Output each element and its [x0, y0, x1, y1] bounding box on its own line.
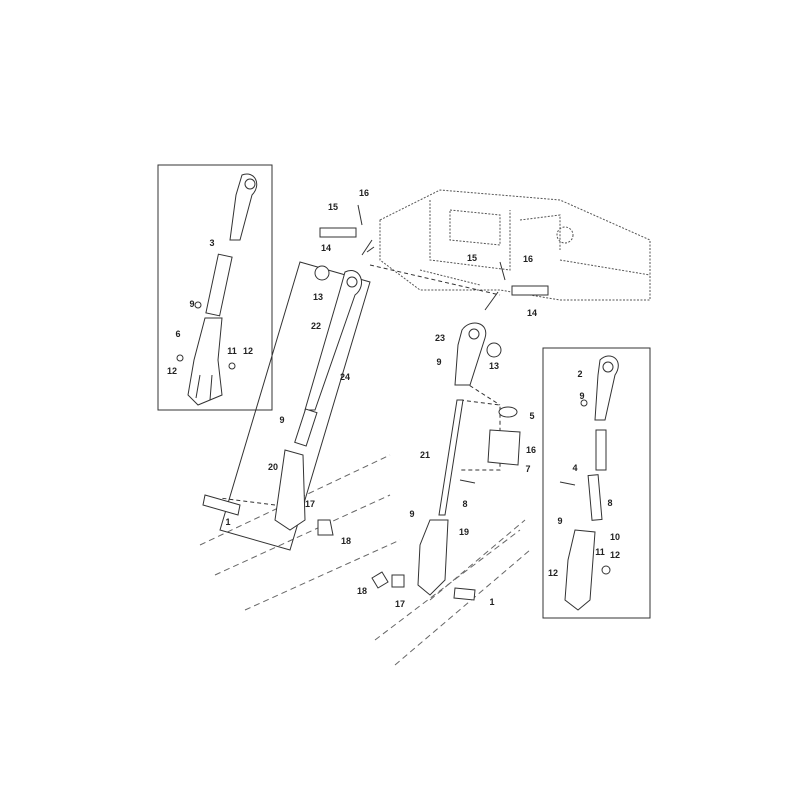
- callout-1: 1: [489, 597, 495, 607]
- callout-11: 11: [595, 547, 605, 557]
- top-link-24: [202, 265, 363, 536]
- callout-17: 17: [304, 499, 316, 509]
- callout-24: 24: [339, 372, 351, 382]
- callout-17: 17: [394, 599, 406, 609]
- top-link-assembly-right: [564, 355, 619, 611]
- callout-14: 14: [320, 243, 332, 253]
- callout-12: 12: [609, 550, 621, 560]
- callout-20: 20: [267, 462, 279, 472]
- callout-12: 12: [166, 366, 178, 376]
- callout-15: 15: [327, 202, 339, 212]
- left-inset-frame: [157, 164, 273, 411]
- tractor-frame: [379, 189, 651, 301]
- callout-10: 10: [609, 532, 621, 542]
- callout-5: 5: [529, 411, 535, 421]
- callout-12: 12: [547, 568, 559, 578]
- callout-22: 22: [310, 321, 322, 331]
- callout-14: 14: [526, 308, 538, 318]
- callout-16: 16: [358, 188, 370, 198]
- callout-16: 16: [522, 254, 534, 264]
- right-inset-frame: [542, 347, 651, 619]
- callout-9: 9: [436, 357, 442, 367]
- callout-9: 9: [557, 516, 563, 526]
- drawbar-lines: [199, 454, 531, 666]
- callout-6: 6: [175, 329, 181, 339]
- callout-9: 9: [279, 415, 285, 425]
- center-link-assembly: [371, 322, 576, 601]
- callout-18: 18: [356, 586, 368, 596]
- callout-3: 3: [209, 238, 215, 248]
- callout-13: 13: [312, 292, 324, 302]
- callout-16: 16: [525, 445, 537, 455]
- callout-7: 7: [525, 464, 531, 474]
- pins-top: [319, 204, 549, 311]
- callout-13: 13: [488, 361, 500, 371]
- callout-19: 19: [458, 527, 470, 537]
- top-link-assembly-left: [176, 173, 258, 406]
- callout-8: 8: [462, 499, 468, 509]
- callout-1: 1: [225, 517, 231, 527]
- callout-11: 11: [227, 346, 237, 356]
- callout-12: 12: [242, 346, 254, 356]
- callout-23: 23: [434, 333, 446, 343]
- callout-21: 21: [419, 450, 431, 460]
- callout-4: 4: [572, 463, 578, 473]
- callout-2: 2: [577, 369, 583, 379]
- callout-9: 9: [579, 391, 585, 401]
- callout-15: 15: [466, 253, 478, 263]
- callout-18: 18: [340, 536, 352, 546]
- callout-8: 8: [607, 498, 613, 508]
- callout-9: 9: [189, 299, 195, 309]
- callout-9: 9: [409, 509, 415, 519]
